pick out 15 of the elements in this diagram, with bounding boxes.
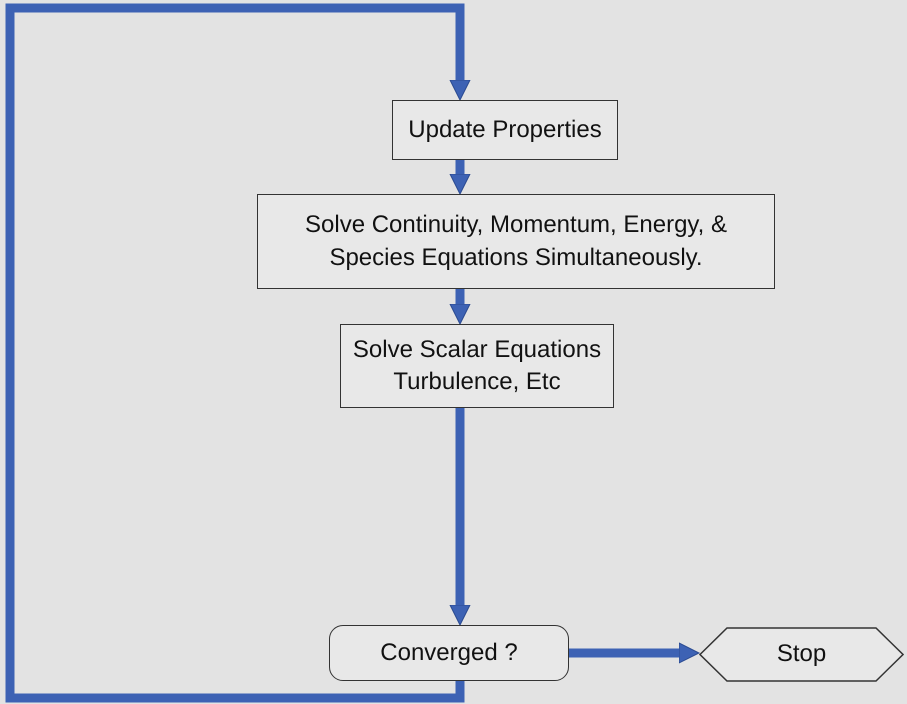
arrow bbox=[450, 408, 470, 626]
node-label: Stop bbox=[776, 639, 826, 670]
terminal-hexagon bbox=[699, 627, 904, 682]
arrow bbox=[450, 289, 470, 324]
process-box bbox=[340, 324, 614, 408]
node-label: Update Properties bbox=[408, 114, 602, 145]
node-label: Solve Scalar Equations Turbulence, Etc bbox=[352, 334, 602, 397]
node-label: Solve Continuity, Momentum, Energy, & Species Equations Simultaneously. bbox=[304, 210, 728, 272]
arrow bbox=[569, 642, 700, 664]
node-label: Converged ? bbox=[380, 638, 518, 668]
arrow bbox=[6, 4, 470, 702]
decision-box bbox=[329, 625, 569, 681]
process-box bbox=[257, 194, 775, 289]
arrow bbox=[450, 160, 470, 194]
process-box bbox=[392, 100, 618, 160]
